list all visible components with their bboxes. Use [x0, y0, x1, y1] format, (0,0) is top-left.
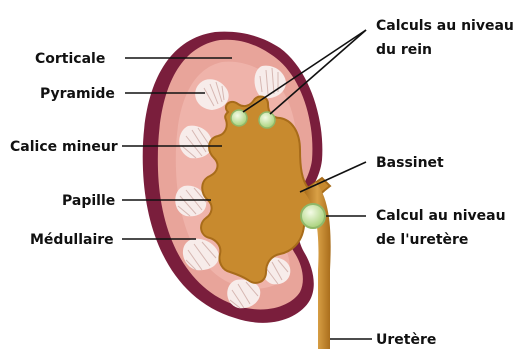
- label-medullaire: Médullaire: [30, 232, 114, 248]
- label-calice-mineur: Calice mineur: [10, 139, 118, 155]
- label-calcul-uretere-line2: de l'uretère: [376, 232, 468, 248]
- label-uretere: Uretère: [376, 332, 436, 348]
- kidney-stone-right: [259, 112, 275, 128]
- ureter-stone: [301, 204, 325, 228]
- label-papille: Papille: [62, 193, 115, 209]
- label-corticale: Corticale: [35, 51, 105, 67]
- label-bassinet: Bassinet: [376, 155, 444, 171]
- label-calculs-rein-line2: du rein: [376, 42, 432, 58]
- label-calculs-rein-line1: Calculs au niveau: [376, 18, 514, 34]
- kidney-stone-left: [231, 110, 247, 126]
- label-pyramide: Pyramide: [40, 86, 115, 102]
- label-calcul-uretere-line1: Calcul au niveau: [376, 208, 506, 224]
